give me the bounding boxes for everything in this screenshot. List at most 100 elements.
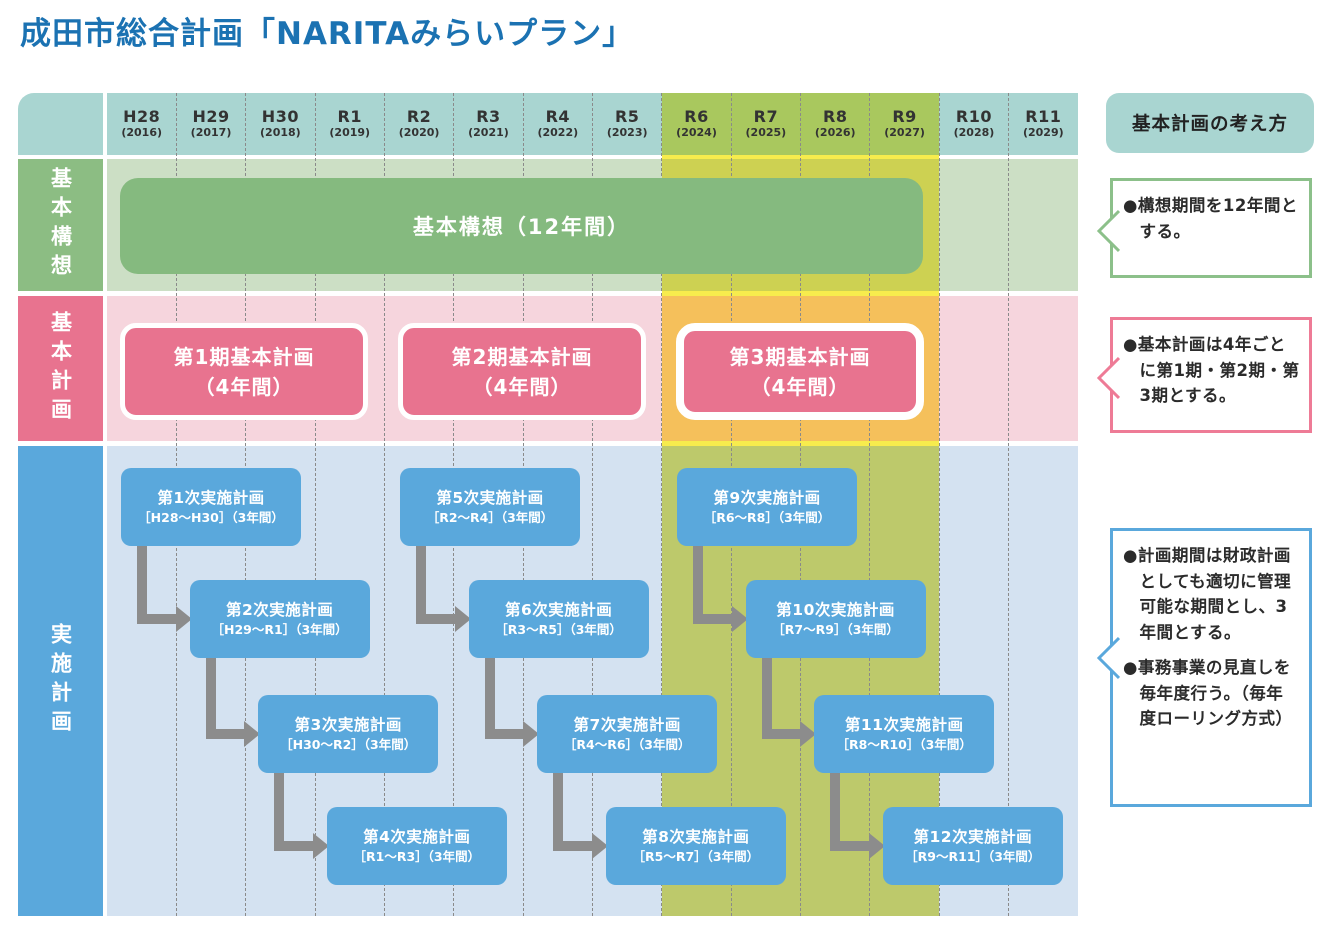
- connector-arrow-horizontal: [761, 729, 803, 739]
- column-divider: [1008, 93, 1010, 916]
- concept-period-bar: 基本構想（12年間）: [120, 178, 923, 274]
- impl-plan-title: 第5次実施計画: [436, 488, 544, 507]
- connector-arrow-horizontal: [205, 729, 247, 739]
- impl-plan-period: ［R7〜R9］（3年間）: [772, 622, 899, 638]
- impl-plan-title: 第9次実施計画: [713, 488, 821, 507]
- year-header-H28: H28(2016): [107, 93, 176, 155]
- year-western-label: (2020): [398, 125, 440, 139]
- year-header-R9: R9(2027): [870, 93, 939, 155]
- impl-plan-box-10: 第10次実施計画 ［R7〜R9］（3年間）: [745, 580, 926, 658]
- year-header-R8: R8(2026): [801, 93, 870, 155]
- row-label-plan: 基本計画: [18, 296, 103, 441]
- row-label-plan-text: 基本計画: [48, 310, 73, 427]
- year-western-label: (2028): [953, 125, 995, 139]
- impl-plan-box-12: 第12次実施計画［R9〜R11］（3年間）: [882, 807, 1063, 885]
- connector-arrow-vertical: [484, 656, 495, 739]
- callout-text: ●基本計画は4年ごとに第1期・第2期・第3期とする。: [1123, 335, 1300, 406]
- connector-arrow-head: [523, 721, 540, 747]
- impl-plan-period: ［R6〜R8］（3年間）: [703, 510, 831, 526]
- impl-plan-period: ［H29〜R1］（3年間）: [211, 622, 348, 638]
- year-era-label: R6: [684, 107, 709, 127]
- impl-plan-box-9: 第9次実施計画 ［R6〜R8］（3年間）: [677, 468, 857, 546]
- year-header-R2: R2(2020): [384, 93, 453, 155]
- connector-arrow-head: [454, 606, 471, 632]
- impl-plan-period: ［R5〜R7］（3年間）: [632, 849, 760, 865]
- connector-arrow-vertical: [274, 771, 285, 851]
- impl-plan-title: 第6次実施計画: [504, 600, 613, 619]
- year-western-label: (2021): [468, 125, 509, 139]
- basic-plan-title: 第3期基本計画: [729, 344, 871, 369]
- connector-arrow-head: [175, 606, 192, 632]
- sidebar-header-text: 基本計画の考え方: [1131, 114, 1288, 135]
- impl-plan-box-4: 第4次実施計画 ［R1〜R3］（3年間）: [326, 807, 507, 885]
- callout-tail-pointer: [1086, 208, 1121, 258]
- basic-plan-title: 第2期基本計画: [451, 344, 593, 369]
- year-western-label: (2022): [537, 125, 579, 139]
- callout-green: ●構想期間を12年間とする。: [1096, 178, 1312, 278]
- callout-pink: ●基本計画は4年ごとに第1期・第2期・第3期とする。: [1096, 317, 1312, 433]
- connector-arrow-horizontal: [137, 614, 178, 624]
- row-label-impl-text: 実施計画: [48, 623, 73, 739]
- column-divider: [314, 93, 316, 916]
- year-western-label: (2023): [606, 125, 648, 139]
- impl-plan-title: 第12次実施計画: [913, 827, 1033, 846]
- sidebar-header: 基本計画の考え方: [1106, 93, 1314, 153]
- year-era-label: R4: [545, 107, 571, 127]
- year-era-label: H30: [261, 107, 299, 127]
- impl-plan-period: ［R4〜R6］（3年間）: [563, 737, 691, 753]
- connector-arrow-vertical: [761, 656, 772, 739]
- basic-plan-box-3: 第3期基本計画（4年間）: [676, 323, 924, 420]
- connector-arrow-head: [731, 606, 748, 632]
- basic-plan-box-1: 第1期基本計画（4年間）: [120, 323, 368, 420]
- column-divider: [661, 93, 663, 916]
- basic-plan-duration: （4年間）: [194, 374, 294, 399]
- impl-plan-box-5: 第5次実施計画 ［R2〜R4］（3年間）: [400, 468, 580, 546]
- callout-text: ●計画期間は財政計画としても適切に管理可能な期間とし、3年間とする。: [1123, 546, 1292, 642]
- year-era-label: H28: [123, 107, 161, 127]
- connector-arrow-horizontal: [274, 841, 315, 851]
- callout-text: ●事務事業の見直しを毎年度行う。（毎年度ローリング方式）: [1123, 658, 1293, 729]
- impl-plan-period: ［R1〜R3］（3年間）: [353, 849, 481, 865]
- connector-arrow-horizontal: [416, 614, 457, 624]
- year-header-H30: H30(2018): [246, 93, 315, 155]
- connector-arrow-head: [312, 833, 329, 859]
- year-era-label: R3: [476, 107, 501, 127]
- connector-arrow-horizontal: [553, 841, 594, 851]
- impl-plan-box-8: 第8次実施計画［R5〜R7］（3年間）: [605, 807, 786, 885]
- callout-text: ●構想期間を12年間とする。: [1123, 196, 1298, 241]
- column-divider: [592, 93, 593, 916]
- year-western-label: (2018): [260, 125, 301, 139]
- year-western-label: (2016): [121, 125, 162, 139]
- row-label-concept: 基本構想: [18, 159, 103, 291]
- row-label-concept-text: 基本構想: [48, 167, 73, 283]
- year-header-R7: R7(2025): [731, 93, 800, 155]
- connector-arrow-vertical: [416, 544, 426, 624]
- year-header-R10: R10(2028): [939, 93, 1008, 155]
- impl-plan-period: ［H28〜H30］（3年間）: [138, 510, 284, 526]
- impl-plan-title: 第3次実施計画: [294, 715, 402, 734]
- connector-arrow-vertical: [137, 544, 147, 624]
- year-header-R11: R11(2029): [1009, 93, 1078, 155]
- impl-plan-period: ［R2〜R4］（3年間）: [426, 510, 554, 526]
- year-era-label: H29: [192, 107, 230, 127]
- connector-arrow-head: [591, 833, 608, 859]
- impl-plan-box-1: 第1次実施計画［H28〜H30］（3年間）: [121, 468, 301, 546]
- year-header-R3: R3(2021): [454, 93, 523, 155]
- timeline-corner-cell: [18, 93, 103, 155]
- year-header-R5: R5(2023): [593, 93, 662, 155]
- year-era-label: R7: [753, 107, 779, 127]
- impl-plan-title: 第4次実施計画: [363, 827, 471, 846]
- impl-plan-box-7: 第7次実施計画 ［R4〜R6］（3年間）: [537, 695, 718, 773]
- impl-plan-box-6: 第6次実施計画［R3〜R5］（3年間）: [468, 580, 649, 658]
- year-era-label: R2: [406, 107, 432, 127]
- impl-plan-title: 第10次実施計画: [776, 600, 895, 619]
- connector-arrow-head: [868, 833, 885, 859]
- year-era-label: R10: [955, 107, 992, 127]
- impl-plan-title: 第7次実施計画: [573, 715, 681, 734]
- year-western-label: (2027): [884, 125, 925, 139]
- impl-plan-title: 第2次実施計画: [225, 600, 334, 619]
- connector-arrow-vertical: [205, 656, 216, 739]
- year-era-label: R8: [823, 107, 848, 127]
- year-header-R1: R1(2019): [315, 93, 384, 155]
